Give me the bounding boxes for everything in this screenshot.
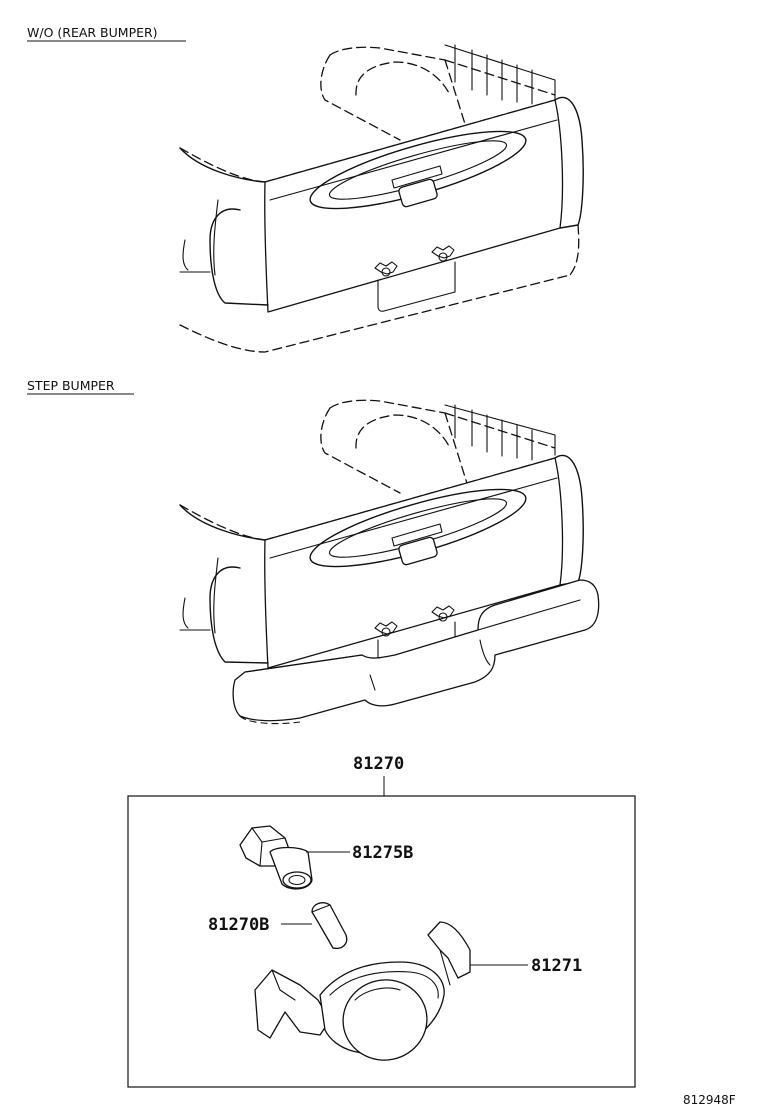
label-step-bumper: STEP BUMPER <box>27 378 115 393</box>
license-lamp-left-2 <box>374 621 398 637</box>
truck-rear-view-step-bumper <box>179 399 600 725</box>
socket-part <box>239 825 313 890</box>
part-number-81275B: 81275B <box>352 843 413 863</box>
lens-housing-part <box>254 921 471 1061</box>
truck-rear-view-no-bumper <box>179 44 584 353</box>
license-lamp-right <box>431 245 455 262</box>
part-number-81271: 81271 <box>531 956 582 976</box>
bulb-part <box>311 902 348 950</box>
label-wo-rear-bumper: W/O (REAR BUMPER) <box>27 25 158 40</box>
license-lamp-right-2 <box>431 605 455 622</box>
figure-id: 812948F <box>683 1093 736 1107</box>
part-number-81270B: 81270B <box>208 915 269 935</box>
parts-box <box>127 795 636 1088</box>
part-number-81270: 81270 <box>353 754 404 774</box>
license-lamp-left <box>374 261 398 277</box>
